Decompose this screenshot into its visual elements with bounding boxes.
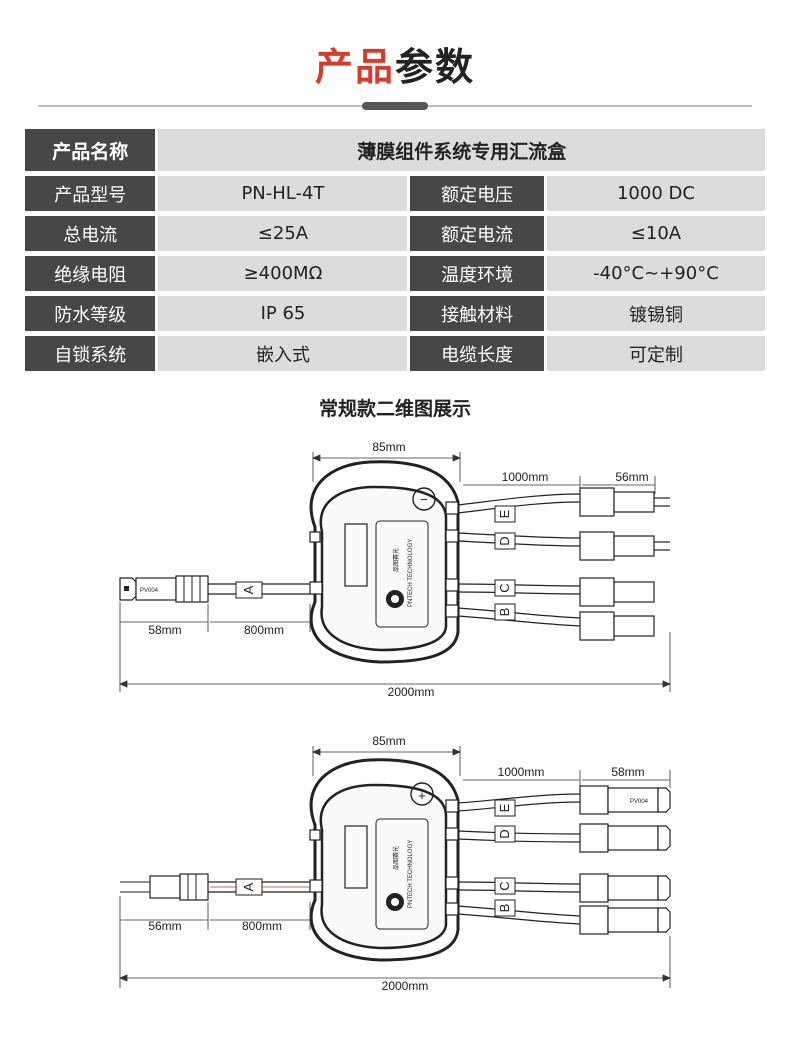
output-tags bbox=[494, 799, 516, 917]
label-window bbox=[344, 825, 368, 889]
negative-icon bbox=[412, 487, 436, 511]
spec-label: 额定电流 bbox=[410, 216, 544, 251]
label-window bbox=[344, 523, 368, 587]
tag-e-label: E bbox=[497, 509, 512, 518]
dim-cable-in-label: 800mm bbox=[242, 919, 282, 933]
spec-value: ≤10A bbox=[546, 216, 766, 251]
polarity-label: − bbox=[420, 492, 428, 507]
spec-row: 绝缘电阻 ≥400MΩ 温度环境 -40°C~+90°C bbox=[25, 256, 766, 291]
tag-e-label: E bbox=[497, 803, 512, 812]
dim-connector-out-label: 58mm bbox=[611, 765, 644, 779]
dim-width bbox=[311, 452, 462, 482]
dim-cable-in-label: 800mm bbox=[244, 623, 284, 637]
dim-total-label: 2000mm bbox=[382, 979, 429, 993]
logo-subtext: PNTECH TECHNOLOGY bbox=[408, 539, 414, 607]
spec-label: 总电流 bbox=[25, 216, 156, 251]
spec-label: 自锁系统 bbox=[25, 336, 156, 371]
spec-row-name: 产品名称 薄膜组件系统专用汇流盒 bbox=[25, 129, 765, 171]
output-connectors bbox=[579, 785, 671, 935]
dim-connector-in-label: 58mm bbox=[148, 623, 181, 637]
spec-value: ≤25A bbox=[158, 216, 408, 251]
spec-value: PN-HL-4T bbox=[158, 176, 408, 211]
spec-label: 产品名称 bbox=[25, 129, 156, 171]
input-connector bbox=[120, 873, 209, 901]
spec-value: 薄膜组件系统专用汇流盒 bbox=[158, 129, 765, 171]
spec-label: 额定电压 bbox=[410, 176, 544, 211]
dim-width-label: 85mm bbox=[372, 440, 405, 454]
brand-logo: 品图赛光 PNTECH TECHNOLOGY bbox=[375, 818, 429, 930]
spec-row: 产品型号 PN-HL-4T 额定电压 1000 DC bbox=[25, 176, 766, 211]
title-red-part: 产品 bbox=[314, 45, 395, 89]
dim-total-label: 2000mm bbox=[388, 685, 435, 699]
cable-glands bbox=[309, 799, 459, 916]
connector-code: PV004 bbox=[630, 799, 649, 805]
spec-label: 防水等级 bbox=[25, 296, 156, 331]
dim-connector-in-label: 56mm bbox=[148, 919, 181, 933]
tag-c-label: C bbox=[497, 881, 512, 890]
cable-tag-a bbox=[235, 581, 263, 599]
spec-value: ≥400MΩ bbox=[158, 256, 408, 291]
tag-d-label: D bbox=[497, 829, 512, 838]
combiner-diagram-negative: 85mm 1000mm 56mm − 品图赛光 PNTECH TECHNOLOG… bbox=[0, 432, 790, 702]
spec-value: -40°C~+90°C bbox=[546, 256, 766, 291]
spec-value: IP 65 bbox=[158, 296, 408, 331]
positive-icon bbox=[410, 782, 434, 806]
spec-row: 自锁系统 嵌入式 电缆长度 可定制 bbox=[25, 336, 766, 371]
page-title: 产品参数 bbox=[0, 36, 790, 91]
dim-cable-out-label: 1000mm bbox=[502, 470, 549, 484]
dim-width bbox=[311, 746, 462, 776]
housing-outline bbox=[309, 758, 460, 962]
spec-value: 1000 DC bbox=[546, 176, 766, 211]
tag-d-label: D bbox=[497, 536, 512, 545]
output-cables bbox=[457, 793, 581, 925]
logo-text: 品图赛光 bbox=[392, 846, 400, 870]
spec-value: 嵌入式 bbox=[158, 336, 408, 371]
spec-row: 防水等级 IP 65 接触材料 镀锡铜 bbox=[25, 296, 766, 331]
combiner-diagram-positive: 85mm 1000mm 58mm + 品图赛光 PNTECH TECHNOLOG… bbox=[0, 730, 790, 1000]
brand-logo: 品图赛光 PNTECH TECHNOLOGY bbox=[375, 520, 429, 628]
logo-subtext: PNTECH TECHNOLOGY bbox=[408, 840, 414, 908]
title-accent-bar bbox=[362, 102, 428, 110]
spec-table: 产品名称 薄膜组件系统专用汇流盒 产品型号 PN-HL-4T 额定电压 1000… bbox=[25, 129, 766, 376]
output-tags bbox=[494, 505, 516, 621]
cable-glands bbox=[309, 501, 459, 618]
dim-connector-out-label: 56mm bbox=[615, 470, 648, 484]
input-connector: PV004 bbox=[119, 575, 209, 603]
spec-value: 可定制 bbox=[546, 336, 766, 371]
dim-cable-out-label: 1000mm bbox=[498, 765, 545, 779]
housing-body bbox=[319, 485, 448, 652]
dim-in bbox=[118, 602, 672, 692]
tag-c-label: C bbox=[497, 583, 512, 592]
spec-value: 镀锡铜 bbox=[546, 296, 766, 331]
output-connectors bbox=[579, 487, 670, 641]
dim-in bbox=[118, 896, 672, 988]
spec-label: 绝缘电阻 bbox=[25, 256, 156, 291]
polarity-label: + bbox=[418, 788, 426, 803]
tag-a-label: A bbox=[241, 585, 256, 594]
tag-b-label: B bbox=[497, 904, 512, 913]
logo-text: 品图赛光 bbox=[392, 548, 400, 572]
spec-label: 温度环境 bbox=[410, 256, 544, 291]
spec-row: 总电流 ≤25A 额定电流 ≤10A bbox=[25, 216, 766, 251]
spec-label: 接触材料 bbox=[410, 296, 544, 331]
tag-b-label: B bbox=[497, 608, 512, 617]
dim-width-label: 85mm bbox=[372, 734, 405, 748]
title-dark-part: 参数 bbox=[395, 45, 476, 89]
diagram-section-title: 常规款二维图展示 bbox=[318, 398, 471, 420]
tag-a-label: A bbox=[241, 882, 256, 891]
spec-label: 电缆长度 bbox=[410, 336, 544, 371]
housing-body bbox=[319, 783, 448, 950]
cable-tag-a bbox=[235, 878, 263, 896]
dim-out bbox=[463, 770, 671, 788]
output-cables bbox=[457, 493, 581, 627]
housing-outline bbox=[309, 460, 460, 664]
spec-label: 产品型号 bbox=[25, 176, 156, 211]
connector-code: PV004 bbox=[140, 588, 159, 594]
